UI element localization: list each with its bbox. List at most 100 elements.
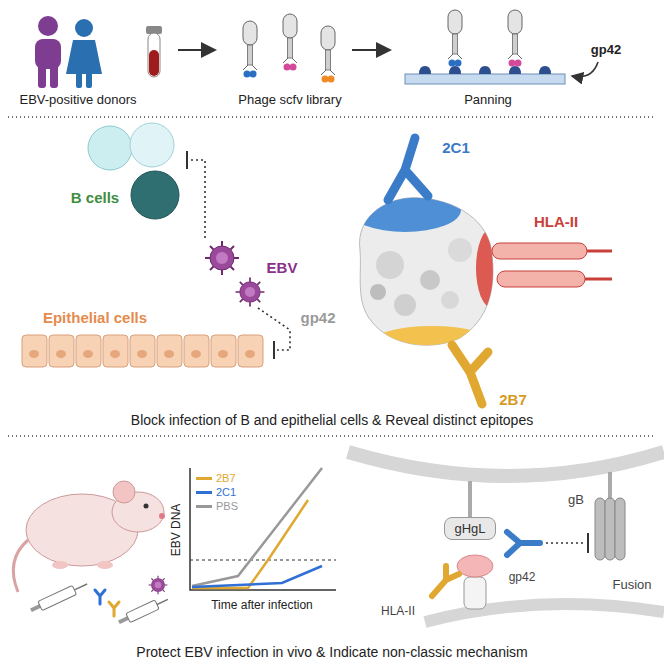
epithelial-cells: [130, 335, 155, 367]
donor-blue: [75, 19, 93, 37]
donor-purple: [35, 16, 61, 88]
virion-membrane: [348, 452, 664, 476]
syringe: [38, 585, 77, 610]
label-text: Panning: [464, 93, 512, 108]
mouse: [13, 481, 165, 592]
illustration: [283, 14, 297, 63]
donor-blue: [66, 40, 102, 74]
antigen: [509, 66, 521, 74]
gp42-blob: [457, 555, 493, 577]
mouse: [144, 504, 149, 509]
virus-label: EBV: [267, 259, 298, 276]
scfv: [250, 71, 257, 78]
blood-tube: [149, 50, 159, 76]
epithelial-cells: [157, 335, 182, 367]
scfv: [509, 60, 516, 67]
legend-row: 2C1: [196, 486, 236, 499]
axis-label: EBV DNA: [170, 504, 184, 557]
panel-caption: Protect EBV infection in vivo & Indicate…: [136, 644, 527, 660]
axis-label: Time after infection: [211, 599, 313, 613]
hla-ii-receptor: [464, 577, 486, 609]
antibody-mini: [95, 590, 119, 616]
antigen: [539, 66, 551, 74]
nuclei: [137, 350, 147, 358]
antibody-2b7: [452, 345, 488, 404]
nuclei: [191, 350, 201, 358]
legend-text: 2B7: [216, 472, 236, 485]
antibody-2c1: [507, 532, 540, 555]
hla-ii: [497, 271, 585, 287]
antibody-mini: [109, 602, 119, 616]
panel-caption: Block infection of B and epithelial cell…: [131, 412, 533, 428]
illustration: [149, 576, 168, 595]
epithelial-cells: [22, 335, 47, 367]
syringe: [126, 600, 159, 623]
separator: [8, 116, 656, 118]
hla-ii: [492, 243, 612, 287]
epithelial-cells: [22, 335, 263, 367]
legend-row: 2B7: [196, 472, 236, 485]
nuclei: [29, 350, 255, 358]
legend-swatch: [196, 491, 212, 494]
donor-purple: [38, 62, 46, 88]
illustration: [508, 10, 522, 59]
protein-box: gHgL: [444, 517, 495, 540]
inhibit-line: [190, 160, 205, 238]
inhibit-line: [546, 542, 585, 544]
gp42-structure: [349, 188, 508, 362]
legend-row: PBS: [196, 500, 238, 513]
antibody-2c1: [388, 138, 428, 200]
epithelial-cells: [238, 335, 263, 367]
gp42-structure: [349, 188, 461, 232]
antibody-2c1: [507, 532, 540, 555]
illustration: [243, 21, 257, 70]
label-text: Phage scfv library: [238, 93, 341, 108]
gb-trimer: [595, 498, 605, 560]
receptor-label: HLA-II: [534, 213, 578, 230]
donor-blue: [66, 19, 102, 88]
panning-plate: [405, 74, 565, 84]
syringe: [157, 599, 168, 604]
illustration: [236, 278, 265, 307]
donor-purple: [50, 62, 58, 88]
antibody-2b7: [432, 566, 459, 596]
inhibit-bar: [273, 341, 275, 359]
legend-swatch: [196, 477, 212, 480]
scfv: [515, 60, 522, 67]
epithelial-cells: [76, 335, 101, 367]
line-2b7: [192, 500, 308, 588]
scfv: [290, 64, 297, 71]
antibody-2b7: [432, 566, 459, 596]
b-cells: [88, 126, 132, 170]
gp42-structure: [448, 238, 472, 262]
scfv: [449, 60, 456, 67]
flow-arrow: [352, 49, 390, 51]
gp42-structure: [370, 284, 386, 300]
antigen: [449, 66, 461, 74]
mouse: [159, 513, 165, 519]
nuclei: [29, 350, 39, 358]
illustration: [321, 26, 335, 75]
protein-label: gp42: [509, 571, 536, 585]
cell-label: Epithelial cells: [43, 309, 147, 326]
gb-trimer: [595, 498, 625, 560]
flow-arrow: [178, 49, 215, 51]
mouse: [97, 561, 113, 569]
line-pbs: [192, 468, 322, 586]
gp42-structure: [476, 228, 508, 308]
node-text: gHgL: [454, 521, 485, 536]
legend-text: 2C1: [216, 486, 236, 499]
epithelial-cells: [211, 335, 236, 367]
cell-membrane: [425, 604, 664, 622]
label-text: gp42: [591, 43, 621, 58]
protein-label: gB: [568, 493, 584, 508]
nuclei: [83, 350, 93, 358]
nuclei: [164, 350, 174, 358]
syringe: [74, 584, 87, 590]
inhibit-bar: [587, 533, 589, 553]
chart-axes: [190, 468, 336, 590]
b-cells: [130, 123, 174, 167]
scfv: [284, 64, 291, 71]
blood-tube: [148, 33, 160, 77]
gp42-structure: [441, 291, 459, 309]
